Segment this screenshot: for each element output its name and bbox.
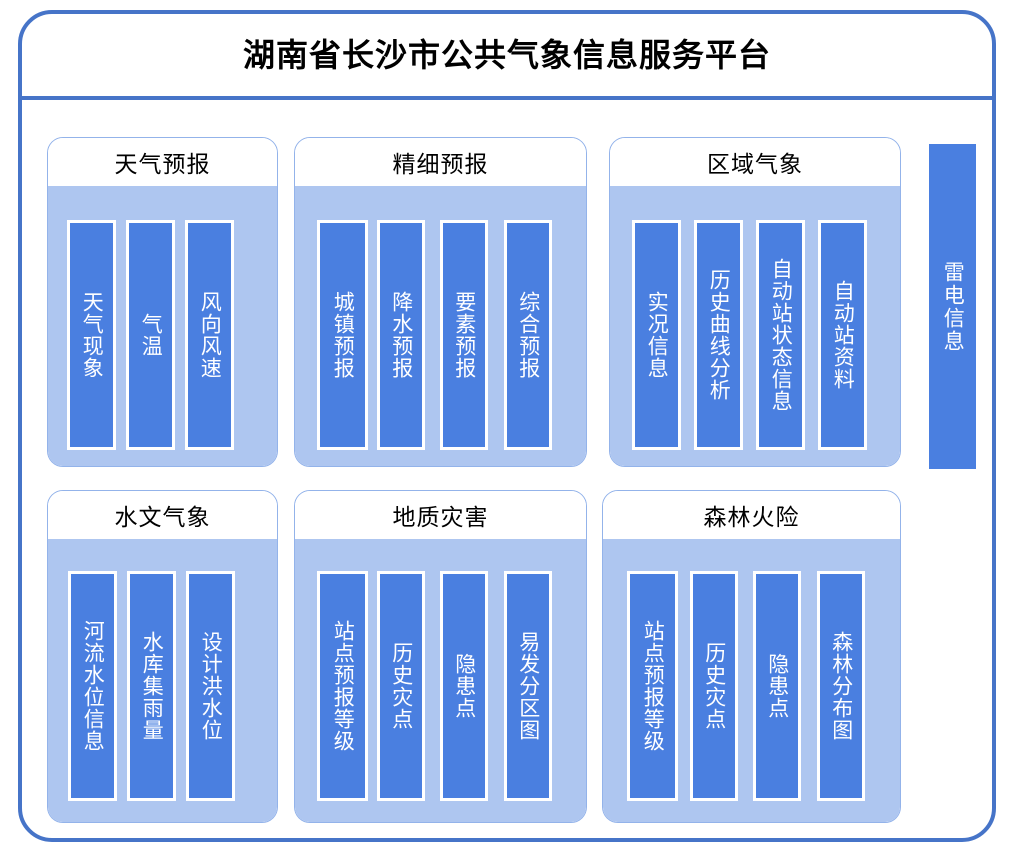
module-item-label: 自动站状态信息 [769,258,794,412]
module-item-label: 河流水位信息 [81,620,106,752]
module-item-precipitation-forecast[interactable]: 降水预报 [377,220,425,450]
module-item-design-flood-level[interactable]: 设计洪水位 [186,571,235,801]
module-item-wind[interactable]: 风向风速 [185,220,234,450]
module-item-river-water-level[interactable]: 河流水位信息 [68,571,117,801]
panel-body-fine-forecast: 城镇预报 降水预报 要素预报 综合预报 [295,186,586,466]
panel-body-weather-forecast: 天气现象 气温 风向风速 [48,186,277,466]
module-item-label: 历史曲线分析 [707,269,732,401]
panel-title-hydro-meteorology: 水文气象 [114,505,211,531]
module-item-label: 设计洪水位 [199,631,224,741]
panel-header-forest-fire-risk: 森林火险 [603,491,900,539]
panel-header-geological-hazard: 地质灾害 [295,491,586,539]
modules-area: 天气预报 天气现象 气温 风向风速 精细预报 [22,104,992,842]
module-item-label: 隐患点 [765,653,790,719]
module-item-temperature[interactable]: 气温 [126,220,175,450]
module-item-label: 森林分布图 [829,631,854,741]
panel-title-regional-meteorology: 区域气象 [707,152,803,178]
module-item-label: 历史灾点 [389,642,414,730]
module-item-label: 站点预报等级 [641,620,666,752]
module-item-element-forecast[interactable]: 要素预报 [440,220,488,450]
module-item-aws-data[interactable]: 自动站资料 [818,220,867,450]
panel-header-regional-meteorology: 区域气象 [610,138,900,186]
module-item-live-information[interactable]: 实况信息 [632,220,681,450]
module-item-label: 综合预报 [516,291,541,379]
module-item-station-forecast-level[interactable]: 站点预报等级 [317,571,368,801]
panel-forest-fire-risk[interactable]: 森林火险 站点预报等级 历史灾点 隐患点 森林分布图 [602,490,901,823]
module-item-weather-phenomenon[interactable]: 天气现象 [67,220,116,450]
panel-title-fine-forecast: 精细预报 [392,152,489,178]
panel-header-fine-forecast: 精细预报 [295,138,586,186]
module-item-label: 水库集雨量 [140,631,165,741]
module-item-label: 雷电信息 [941,260,966,353]
module-item-station-forecast-level[interactable]: 站点预报等级 [627,571,678,801]
module-item-label: 天气现象 [80,291,105,379]
module-item-comprehensive-forecast[interactable]: 综合预报 [504,220,552,450]
panel-title-forest-fire-risk: 森林火险 [703,505,800,531]
panel-header-weather-forecast: 天气预报 [48,138,277,186]
platform-title-bar: 湖南省长沙市公共气象信息服务平台 [22,14,992,100]
module-item-label: 气温 [139,313,164,357]
module-item-history-curve-analysis[interactable]: 历史曲线分析 [694,220,743,450]
module-item-label: 风向风速 [198,291,223,379]
module-item-label: 历史灾点 [702,642,727,730]
module-item-lightning-information[interactable]: 雷电信息 [929,144,976,469]
panel-weather-forecast[interactable]: 天气预报 天气现象 气温 风向风速 [47,137,278,467]
panel-geological-hazard[interactable]: 地质灾害 站点预报等级 历史灾点 隐患点 易发分区图 [294,490,587,823]
module-item-historical-disaster-points[interactable]: 历史灾点 [377,571,425,801]
panel-body-hydro-meteorology: 河流水位信息 水库集雨量 设计洪水位 [48,539,277,822]
panel-body-forest-fire-risk: 站点预报等级 历史灾点 隐患点 森林分布图 [603,539,900,822]
panel-body-regional-meteorology: 实况信息 历史曲线分析 自动站状态信息 自动站资料 [610,186,900,466]
module-item-label: 易发分区图 [516,631,541,741]
module-item-label: 降水预报 [389,291,414,379]
panel-body-geological-hazard: 站点预报等级 历史灾点 隐患点 易发分区图 [295,539,586,822]
module-item-hazard-points[interactable]: 隐患点 [753,571,801,801]
module-item-label: 站点预报等级 [331,620,356,752]
panel-hydro-meteorology[interactable]: 水文气象 河流水位信息 水库集雨量 设计洪水位 [47,490,278,823]
module-item-label: 要素预报 [452,291,477,379]
module-item-susceptibility-zoning-map[interactable]: 易发分区图 [504,571,552,801]
module-item-forest-distribution-map[interactable]: 森林分布图 [817,571,865,801]
platform-frame: 湖南省长沙市公共气象信息服务平台 天气预报 天气现象 气温 风向风速 [18,10,996,842]
panel-regional-meteorology[interactable]: 区域气象 实况信息 历史曲线分析 自动站状态信息 自动站资料 [609,137,901,467]
page-title: 湖南省长沙市公共气象信息服务平台 [242,36,771,74]
module-item-reservoir-rainfall[interactable]: 水库集雨量 [127,571,176,801]
module-item-historical-disaster-points[interactable]: 历史灾点 [690,571,738,801]
panel-header-hydro-meteorology: 水文气象 [48,491,277,539]
module-item-label: 隐患点 [452,653,477,719]
panel-title-weather-forecast: 天气预报 [114,152,211,178]
panel-title-geological-hazard: 地质灾害 [392,505,489,531]
module-item-hazard-points[interactable]: 隐患点 [440,571,488,801]
module-item-label: 自动站资料 [831,280,856,390]
module-item-label: 城镇预报 [331,291,356,379]
panel-fine-forecast[interactable]: 精细预报 城镇预报 降水预报 要素预报 综合预报 [294,137,587,467]
module-item-town-forecast[interactable]: 城镇预报 [317,220,368,450]
module-item-label: 实况信息 [645,291,670,379]
module-item-aws-status-information[interactable]: 自动站状态信息 [756,220,805,450]
